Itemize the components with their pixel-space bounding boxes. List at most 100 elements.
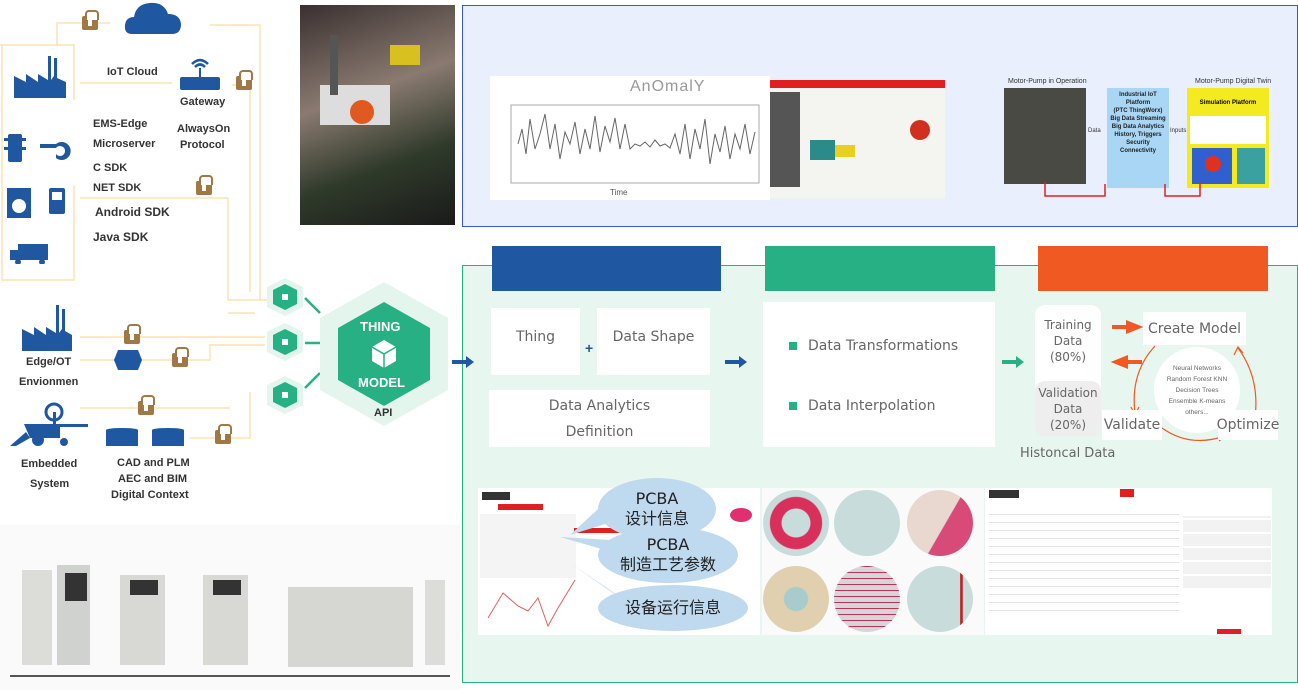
simulation-platform-label: Simulation Platform: [1199, 100, 1257, 106]
time-series-plot: [510, 104, 760, 184]
validate-box: Validate: [1102, 410, 1162, 440]
thing-model-hexagon: [320, 282, 448, 426]
thing-box: Thing: [491, 308, 580, 375]
wafer-maps-image: [762, 488, 984, 635]
platform-line: History, Triggers: [1114, 132, 1162, 138]
algorithm-item: Neural Networks: [1172, 364, 1222, 372]
create-model-box: Create Model: [1143, 312, 1246, 345]
environment-label: Envionmen: [19, 376, 79, 388]
platform-line: Big Data Analytics: [1111, 124, 1165, 130]
ems-edge-label: EMS-Edge: [93, 118, 148, 130]
validation-data-box: Validation Data (20%): [1035, 381, 1101, 436]
platform-line: (PTC ThingWorx): [1113, 108, 1163, 114]
iot-platform-box: Industrial IoT Platform (PTC ThingWorx) …: [1107, 88, 1169, 188]
arrow-right-icon: [725, 356, 747, 368]
data-processing-box: Data Transformations Data Interpolation: [763, 302, 995, 447]
lock-icon: [138, 395, 155, 415]
simulation-platform-box: Simulation Platform: [1187, 88, 1269, 188]
cad-plm-label: CAD and PLM: [117, 457, 190, 469]
robot-photo: [300, 5, 455, 225]
bubble-text: 制造工艺参数: [619, 555, 716, 574]
header-bar-blue: [492, 246, 721, 291]
historical-data-label: Histoncal Data: [1020, 446, 1116, 461]
microserver-label: Microserver: [93, 138, 156, 150]
platform-line: Connectivity: [1119, 148, 1156, 154]
cloud-icon: [124, 2, 181, 35]
gateway-label: Gateway: [180, 96, 226, 108]
lock-icon: [196, 175, 213, 195]
bullet-icon: [789, 402, 797, 410]
system-label: System: [30, 478, 70, 490]
time-axis-label: Time: [610, 188, 628, 197]
database-icons: [106, 428, 184, 446]
anomaly-chart-image: AnOmalY Time: [490, 76, 770, 200]
motor-pump-twin-label: Motor-Pump Digital Twin: [1195, 78, 1272, 85]
aec-bim-label: AEC and BIM: [118, 473, 188, 485]
embedded-label: Embedded: [21, 458, 78, 470]
data-label: Data: [1088, 128, 1101, 134]
factory-icon: [14, 56, 66, 98]
motor-pump-operation-label: Motor-Pump in Operation: [1008, 78, 1087, 85]
lock-icon: [215, 424, 232, 444]
training-line: (80%): [1049, 350, 1087, 364]
validation-line: Data: [1053, 401, 1083, 416]
harvester-icon: [10, 402, 88, 446]
arrow-right-icon: [452, 356, 474, 368]
protocol-label: Protocol: [180, 139, 225, 151]
lock-icon: [172, 347, 189, 367]
java-sdk-label: Java SDK: [93, 230, 149, 244]
algorithm-item: others...: [1185, 408, 1209, 416]
train-icon: [49, 188, 65, 214]
platform-line: Big Data Streaming: [1110, 116, 1166, 122]
data-analytics-definition-box: Data Analytics Definition: [489, 390, 710, 447]
digital-context-label: Digital Context: [111, 489, 189, 501]
c-sdk-label: C SDK: [93, 162, 128, 174]
lock-icon: [82, 10, 99, 30]
algorithm-item: Random Forest KNN: [1166, 375, 1228, 383]
lock-icon: [124, 324, 141, 344]
truck-icon: [18, 244, 48, 260]
platform-line: Security: [1126, 140, 1150, 146]
optimize-box: Optimize: [1217, 410, 1279, 440]
bullet-icon: [789, 342, 797, 350]
thing-model-small-hexes: [267, 278, 303, 414]
lock-icon: [236, 70, 253, 90]
header-bar-orange: [1038, 246, 1268, 291]
gateway-router-icon: [180, 58, 220, 90]
net-sdk-label: NET SDK: [93, 182, 142, 194]
api-label: API: [374, 407, 393, 419]
bubble-equipment-status: 设备运行信息: [598, 585, 748, 631]
algorithm-item: Decision Trees: [1175, 386, 1219, 394]
bubble-text: PCBA: [635, 489, 679, 508]
arrow-right-icon: [1002, 356, 1024, 368]
data-transformations-label: Data Transformations: [808, 338, 959, 354]
platform-line: Industrial IoT Platform: [1119, 92, 1157, 106]
data-interpolation-label: Data Interpolation: [808, 398, 936, 414]
device-icons: [4, 134, 71, 264]
thing-label: THING: [360, 319, 401, 334]
data-shape-box: Data Shape: [597, 308, 710, 375]
model-label: MODEL: [358, 375, 405, 390]
line-chart-thumbnail: [487, 579, 576, 628]
motor-pump-photo: [1004, 88, 1086, 184]
analytics-table-image: [985, 488, 1272, 635]
cube-icon: [371, 340, 397, 368]
dad-line-1: Data Analytics: [548, 397, 651, 414]
dad-line-2: Definition: [565, 423, 634, 440]
feedback-arrows: [1044, 182, 1201, 197]
pump-dashboard-image: [770, 80, 945, 198]
bubble-text: PCBA: [646, 535, 690, 554]
bubble-text: 设计信息: [624, 509, 689, 528]
android-sdk-label: Android SDK: [95, 205, 170, 219]
always-on-label: AlwaysOn: [177, 123, 231, 135]
training-data-box: Training Data (80%): [1035, 312, 1101, 370]
anomaly-title: AnOmalY: [630, 78, 706, 95]
gauge-icon: [40, 142, 71, 160]
algorithm-item: Ensemble K-means: [1168, 397, 1226, 405]
iot-cloud-label: IoT Cloud: [107, 66, 158, 78]
validation-line: (20%): [1049, 417, 1087, 432]
training-line: Training: [1044, 318, 1092, 332]
training-line: Data: [1053, 334, 1083, 348]
factory-icon: [22, 305, 72, 351]
